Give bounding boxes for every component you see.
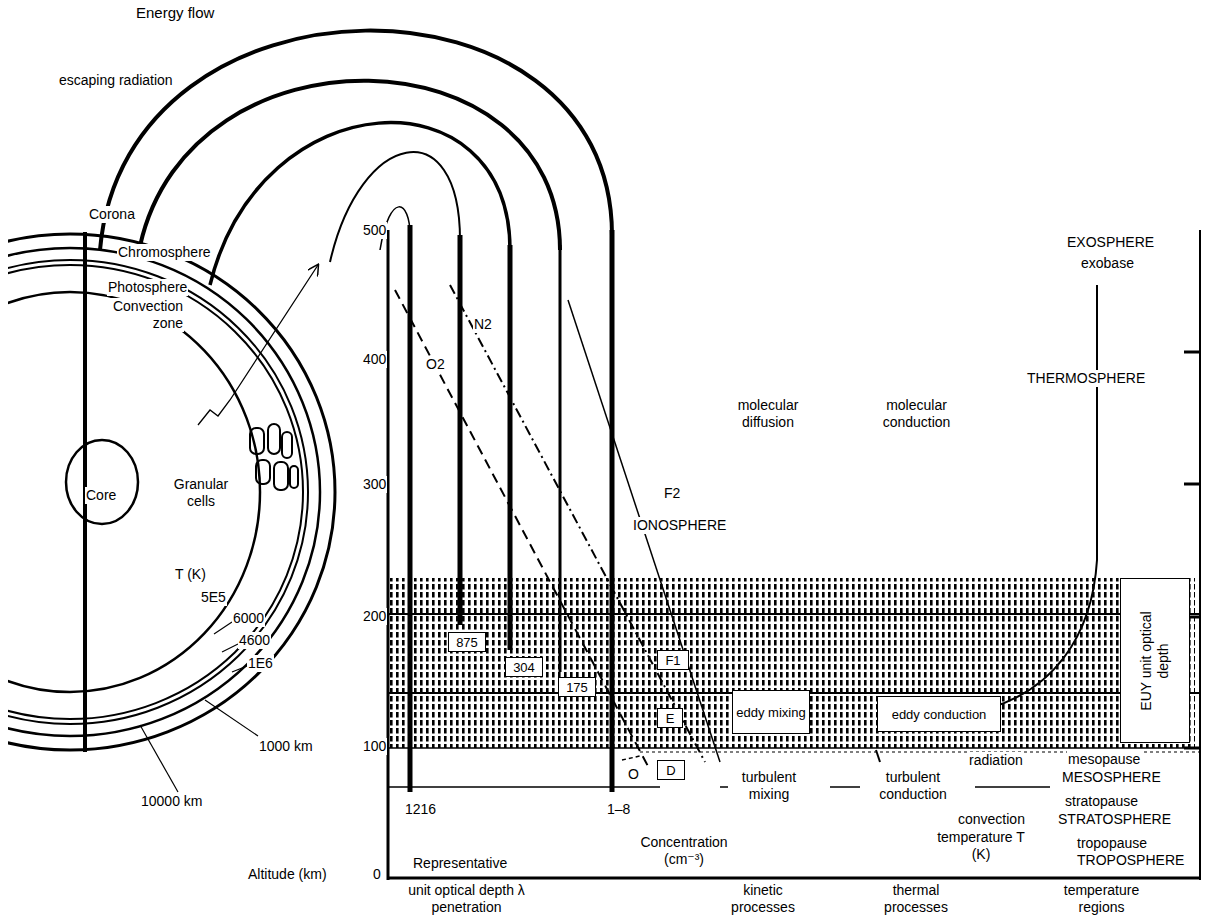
label: EXOSPHERE — [1066, 234, 1155, 251]
label: 100 — [362, 738, 387, 755]
label: STRATOSPHERE — [1057, 811, 1172, 828]
label: THERMOSPHERE — [1026, 370, 1146, 387]
box-text: D — [666, 763, 675, 778]
label: turbulent conduction — [867, 769, 959, 803]
label: tropopause — [1076, 835, 1148, 852]
box-text: EUY unit optical depth — [1138, 606, 1172, 716]
label: Chromosphere — [117, 244, 212, 261]
label: temperature regions — [1058, 882, 1145, 916]
box-text: 875 — [456, 635, 478, 650]
box: eddy conduction — [877, 696, 1001, 732]
label: Core — [85, 487, 117, 504]
box-text: F1 — [665, 653, 680, 668]
label: 1216 — [404, 801, 437, 818]
label: 500 — [362, 222, 387, 239]
label: MESOSPHERE — [1061, 769, 1162, 786]
label: Altitude (km) — [247, 866, 328, 883]
label: molecular diffusion — [712, 397, 824, 431]
label: 6000 — [232, 610, 265, 627]
label: Representative — [412, 855, 508, 872]
label: 1E6 — [247, 655, 274, 672]
label: mesopause — [1067, 751, 1141, 768]
label: thermal processes — [875, 882, 957, 916]
label: IONOSPHERE — [632, 517, 727, 534]
label: unit optical depth λ penetration — [398, 882, 535, 916]
label: exobase — [1080, 255, 1135, 272]
label: N2 — [473, 316, 493, 333]
label: 200 — [362, 608, 387, 625]
box-text: eddy conduction — [892, 707, 987, 722]
box: 175 — [558, 677, 596, 697]
label: 400 — [362, 351, 387, 368]
label: 10000 km — [140, 793, 203, 810]
label: O2 — [425, 356, 446, 373]
box-text: eddy mixing — [736, 705, 805, 720]
label: 0 — [372, 866, 382, 883]
title: Energy flow — [135, 4, 215, 21]
box-text: 304 — [513, 660, 535, 675]
box: D — [657, 760, 685, 780]
label: 4600 — [238, 632, 271, 649]
label: Photosphere — [107, 279, 188, 296]
optical-depth-box: EUY unit optical depth — [1120, 578, 1190, 743]
box-text: E — [666, 711, 675, 726]
label: turbulent mixing — [728, 769, 810, 803]
box: eddy mixing — [732, 690, 810, 734]
box: 875 — [448, 632, 486, 652]
label: T (K) — [174, 566, 207, 583]
label: Concentration (cm⁻³) — [628, 834, 740, 868]
box: F1 — [657, 650, 689, 670]
label: 1–8 — [606, 801, 631, 818]
label: Convection zone — [92, 298, 184, 332]
box: E — [657, 708, 683, 728]
label: stratopause — [1064, 793, 1139, 810]
label: Corona — [88, 206, 136, 223]
label: convection — [957, 811, 1026, 828]
label: temperature T (K) — [935, 829, 1027, 863]
label: 1000 km — [258, 738, 314, 755]
label: kinetic processes — [722, 882, 804, 916]
label: molecular conduction — [858, 397, 975, 431]
label: TROPOSPHERE — [1076, 852, 1185, 869]
box: 304 — [505, 657, 543, 677]
label: Granular cells — [160, 476, 242, 510]
label: escaping radiation — [58, 72, 174, 89]
label: F2 — [663, 485, 681, 502]
box-text: 175 — [566, 680, 588, 695]
label: 5E5 — [200, 589, 227, 606]
label: radiation — [968, 752, 1024, 769]
label: O — [627, 766, 640, 783]
label: 300 — [362, 476, 387, 493]
